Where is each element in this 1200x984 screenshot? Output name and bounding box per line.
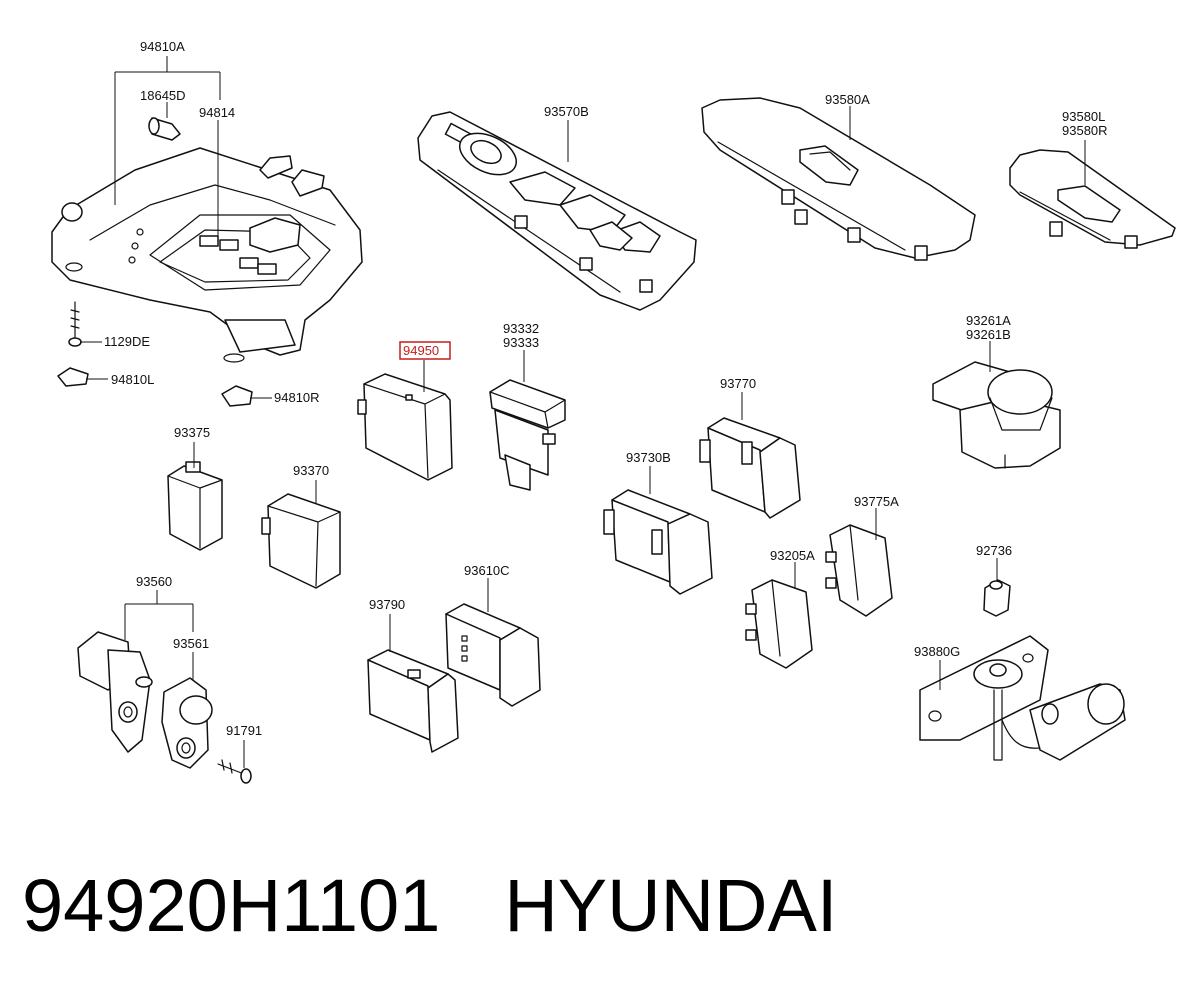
- screw-part: [68, 301, 82, 347]
- switch-93205a-part: [745, 579, 813, 669]
- label-93561: 93561: [173, 636, 209, 651]
- switch-93332-part: [489, 379, 566, 491]
- label-91791: 91791: [226, 723, 262, 738]
- label-93775A: 93775A: [854, 494, 899, 509]
- label-94950: 94950: [403, 343, 439, 358]
- label-93580L: 93580L: [1062, 109, 1105, 124]
- label-93560: 93560: [136, 574, 172, 589]
- switch-93730b-part: [603, 489, 713, 595]
- label-1129DE: 1129DE: [104, 334, 150, 349]
- part-number-text: 94920H1101: [22, 864, 441, 947]
- switch-93370-part: [261, 493, 341, 589]
- label-93770: 93770: [720, 376, 756, 391]
- switch-93375-part: [167, 461, 223, 551]
- power-window-switch-part: [417, 111, 697, 311]
- label-93730B: 93730B: [626, 450, 671, 465]
- label-93580A: 93580A: [825, 92, 870, 107]
- module-94950-part: [357, 373, 453, 481]
- highlight-box: [399, 341, 451, 360]
- bulb-92736-part: [983, 579, 1011, 617]
- label-93205A: 93205A: [770, 548, 815, 563]
- clip-left-part: [57, 367, 89, 387]
- footer-caption: 94920H1101 HYUNDAI: [22, 856, 837, 956]
- switch-93790-part: [367, 649, 459, 753]
- label-18645D: 18645D: [140, 88, 186, 103]
- label-92736: 92736: [976, 543, 1012, 558]
- bulb-part: [148, 117, 181, 141]
- label-93580R: 93580R: [1062, 123, 1108, 138]
- screw-91791-part: [217, 759, 252, 784]
- label-93333: 93333: [503, 335, 539, 350]
- label-93261A: 93261A: [966, 313, 1011, 328]
- label-94814: 94814: [199, 105, 235, 120]
- label-93332: 93332: [503, 321, 539, 336]
- switch-93560-part: [77, 631, 153, 753]
- brand-text: HYUNDAI: [504, 864, 838, 947]
- switch-93561-part: [161, 677, 213, 769]
- label-94810L: 94810L: [111, 372, 154, 387]
- switch-93775a-part: [825, 524, 893, 617]
- console-panel-part: [51, 147, 363, 363]
- switch-93610c-part: [445, 603, 541, 707]
- label-93375: 93375: [174, 425, 210, 440]
- label-93370: 93370: [293, 463, 329, 478]
- label-93261B: 93261B: [966, 327, 1011, 342]
- sensor-bracket-93880g-part: [919, 635, 1126, 761]
- label-93570B: 93570B: [544, 104, 589, 119]
- mirror-switch-part: [932, 361, 1061, 469]
- clip-right-part: [221, 385, 253, 407]
- label-93610C: 93610C: [464, 563, 510, 578]
- label-94810A: 94810A: [140, 39, 185, 54]
- window-switch-panel-a-part: [701, 97, 976, 261]
- label-93790: 93790: [369, 597, 405, 612]
- label-94810R: 94810R: [274, 390, 320, 405]
- label-93880G: 93880G: [914, 644, 960, 659]
- switch-93770-part: [699, 417, 801, 519]
- window-switch-panel-lr-part: [1009, 149, 1176, 249]
